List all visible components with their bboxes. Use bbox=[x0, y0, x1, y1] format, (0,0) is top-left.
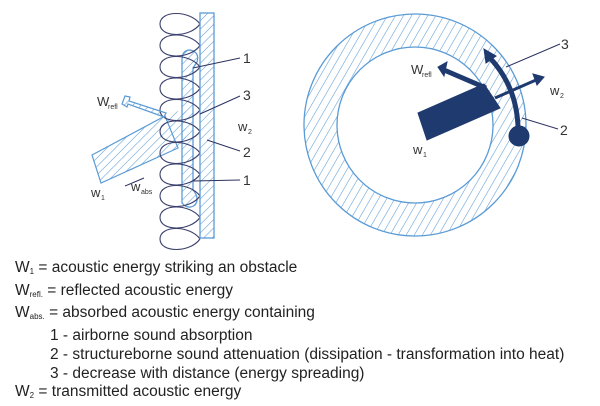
spreading-arrow-head bbox=[483, 48, 497, 64]
ring-inner-edge bbox=[336, 46, 494, 204]
svg-text:w: w bbox=[412, 142, 423, 157]
legend-row: 1 - airborne sound absorption bbox=[15, 327, 564, 346]
right-callout-3: 3 bbox=[561, 36, 569, 52]
legend-text: 3 - decrease with distance (energy sprea… bbox=[50, 364, 365, 382]
right-label-w2: w 2 bbox=[549, 83, 564, 100]
legend-text: = absorbed acoustic energy containing bbox=[44, 304, 315, 322]
right-callout-2: 2 bbox=[560, 122, 568, 138]
transmitted-arrow-head bbox=[532, 73, 545, 86]
legend-symbol-subscript: 1 bbox=[29, 267, 35, 276]
structure-node bbox=[508, 125, 530, 147]
legend-symbol-subscript: abs. bbox=[29, 312, 45, 322]
incident-beam bbox=[417, 83, 501, 141]
legend-text: = transmitted acoustic energy bbox=[34, 383, 242, 401]
reflected-arrow-shaft bbox=[443, 67, 487, 91]
legend-symbol: Wabs. bbox=[15, 304, 45, 322]
right-callout-lines bbox=[505, 43, 561, 130]
right-label-w1: w 1 bbox=[412, 142, 427, 159]
legend-symbol-subscript: refl. bbox=[29, 289, 43, 299]
legend-text: = acoustic energy striking an obstacle bbox=[34, 259, 298, 276]
svg-text:2: 2 bbox=[560, 93, 564, 100]
legend-row: W2 = transmitted acoustic energy bbox=[15, 383, 564, 406]
ring-outer-edge bbox=[303, 13, 527, 237]
legend-symbol: W2 bbox=[15, 383, 35, 401]
right-label-w-refl: W refl bbox=[411, 62, 432, 79]
energy-flow-arrows bbox=[417, 48, 545, 147]
legend-row: 2 - structureborne sound attenuation (di… bbox=[15, 346, 564, 365]
legend-text: 2 - structureborne sound attenuation (di… bbox=[50, 345, 565, 363]
svg-text:W: W bbox=[411, 62, 424, 77]
legend: W1 = acoustic energy striking an obstacl… bbox=[15, 259, 564, 406]
svg-text:1: 1 bbox=[423, 152, 427, 159]
svg-text:w: w bbox=[549, 83, 560, 98]
legend-symbol: W1 bbox=[15, 259, 35, 276]
legend-text: = reflected acoustic energy bbox=[42, 281, 233, 299]
svg-text:refl: refl bbox=[422, 72, 432, 79]
legend-symbol-subscript: 2 bbox=[29, 391, 35, 401]
legend-symbol: Wrefl. bbox=[15, 281, 43, 299]
legend-row: W1 = acoustic energy striking an obstacl… bbox=[15, 259, 564, 282]
reflected-arrow-head bbox=[437, 61, 448, 78]
legend-row: Wabs. = absorbed acoustic energy contain… bbox=[15, 304, 564, 327]
legend-row: Wrefl. = reflected acoustic energy bbox=[15, 282, 564, 305]
legend-text: 1 - airborne sound absorption bbox=[50, 327, 253, 345]
transmitted-arrow-shaft bbox=[494, 78, 537, 100]
legend-row: 3 - decrease with distance (energy sprea… bbox=[15, 365, 564, 384]
